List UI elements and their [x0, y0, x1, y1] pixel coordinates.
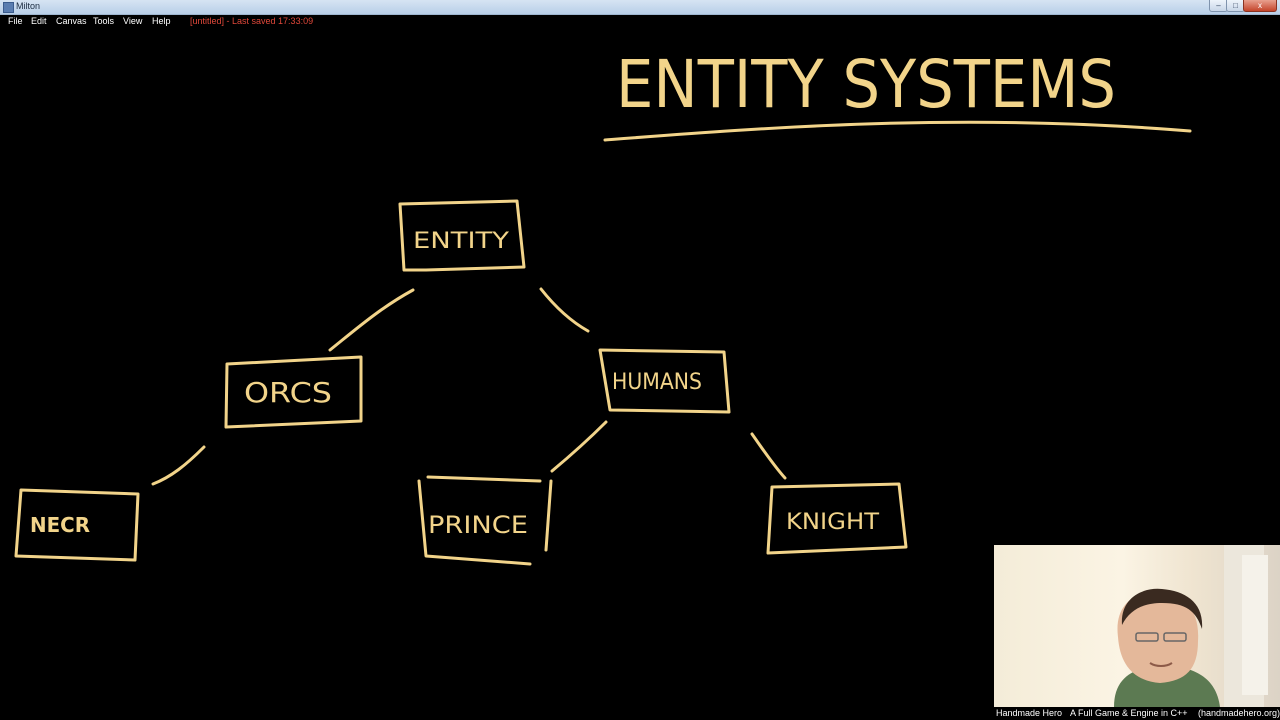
- stream-caption: Handmade Hero A Full Game & Engine in C+…: [994, 707, 1280, 720]
- caption-tagline: A Full Game & Engine in C++: [1070, 708, 1188, 718]
- box-humans: [598, 348, 731, 414]
- window-title: Milton: [16, 1, 41, 11]
- box-knight: [766, 482, 908, 555]
- drawing-title: ENTITY SYSTEMS: [616, 46, 1116, 123]
- streamer-video: [1114, 545, 1268, 707]
- menu-canvas[interactable]: Canvas: [56, 16, 87, 26]
- edge-entity-humans: [539, 287, 590, 333]
- box-prince: [417, 475, 553, 566]
- menu-bar: File Edit Canvas Tools View Help [untitl…: [0, 15, 1280, 28]
- menu-view[interactable]: View: [123, 16, 143, 26]
- save-status: [untitled] - Last saved 17:33:09: [190, 16, 314, 26]
- caption-site: (handmadehero.org): [1198, 708, 1280, 718]
- label-humans: HUMANS: [612, 370, 702, 395]
- label-prince: PRINCE: [428, 511, 528, 539]
- box-entity: [398, 199, 526, 272]
- label-entity: ENTITY: [413, 229, 510, 254]
- menu-tools[interactable]: Tools: [93, 16, 115, 26]
- menu-help[interactable]: Help: [152, 16, 171, 26]
- box-orcs: [224, 355, 363, 429]
- edge-humans-knight: [750, 432, 787, 480]
- label-knight: KNIGHT: [786, 510, 880, 535]
- drawing-canvas[interactable]: ENTITY SYSTEMS ENTITY ORCS HUMANS NECR P…: [0, 28, 1280, 720]
- edge-orcs-necr: [151, 445, 206, 486]
- box-necr: [14, 488, 140, 562]
- minimize-icon: –: [1216, 1, 1221, 10]
- edge-entity-orcs: [328, 288, 415, 352]
- title-bar: Milton – □ x: [0, 0, 1280, 15]
- app-icon: [3, 2, 14, 13]
- close-button[interactable]: x: [1243, 0, 1277, 12]
- webcam-overlay: [994, 545, 1280, 707]
- title-underline: [603, 120, 1192, 142]
- close-icon: x: [1258, 1, 1262, 10]
- label-orcs: ORCS: [244, 376, 332, 409]
- label-necr: NECR: [30, 513, 90, 537]
- edge-humans-prince: [550, 420, 608, 473]
- menu-file[interactable]: File: [8, 16, 23, 26]
- caption-show: Handmade Hero: [996, 708, 1063, 718]
- menu-edit[interactable]: Edit: [31, 16, 47, 26]
- maximize-icon: □: [1233, 1, 1238, 10]
